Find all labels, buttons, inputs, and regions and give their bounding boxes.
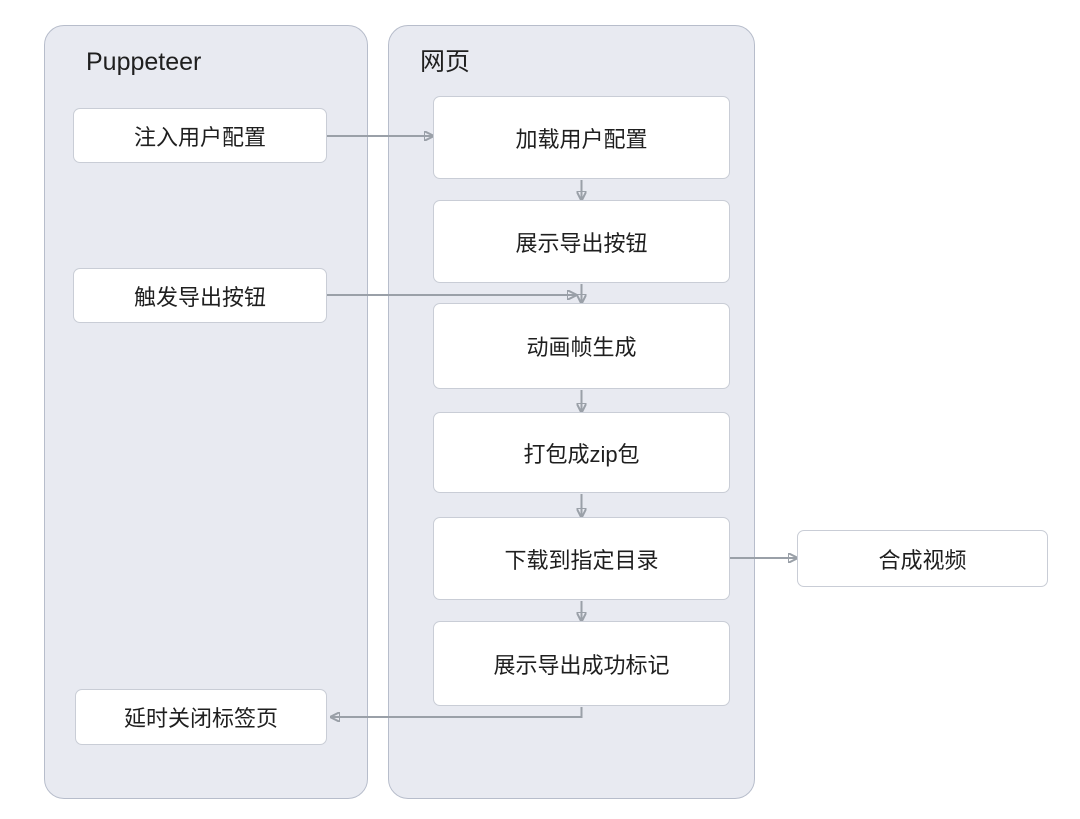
node-generate-animation-frames: 动画帧生成	[433, 303, 730, 389]
node-download-to-directory: 下载到指定目录	[433, 517, 730, 600]
node-inject-user-config: 注入用户配置	[73, 108, 327, 163]
node-show-export-button: 展示导出按钮	[433, 200, 730, 283]
node-compose-video: 合成视频	[797, 530, 1048, 587]
node-trigger-export-button: 触发导出按钮	[73, 268, 327, 323]
node-load-user-config: 加载用户配置	[433, 96, 730, 179]
puppeteer-lane-title: Puppeteer	[86, 48, 202, 76]
node-show-export-success-mark: 展示导出成功标记	[433, 621, 730, 706]
node-delay-close-tab: 延时关闭标签页	[75, 689, 327, 745]
webpage-lane-title: 网页	[420, 48, 471, 76]
node-pack-into-zip: 打包成zip包	[433, 412, 730, 493]
